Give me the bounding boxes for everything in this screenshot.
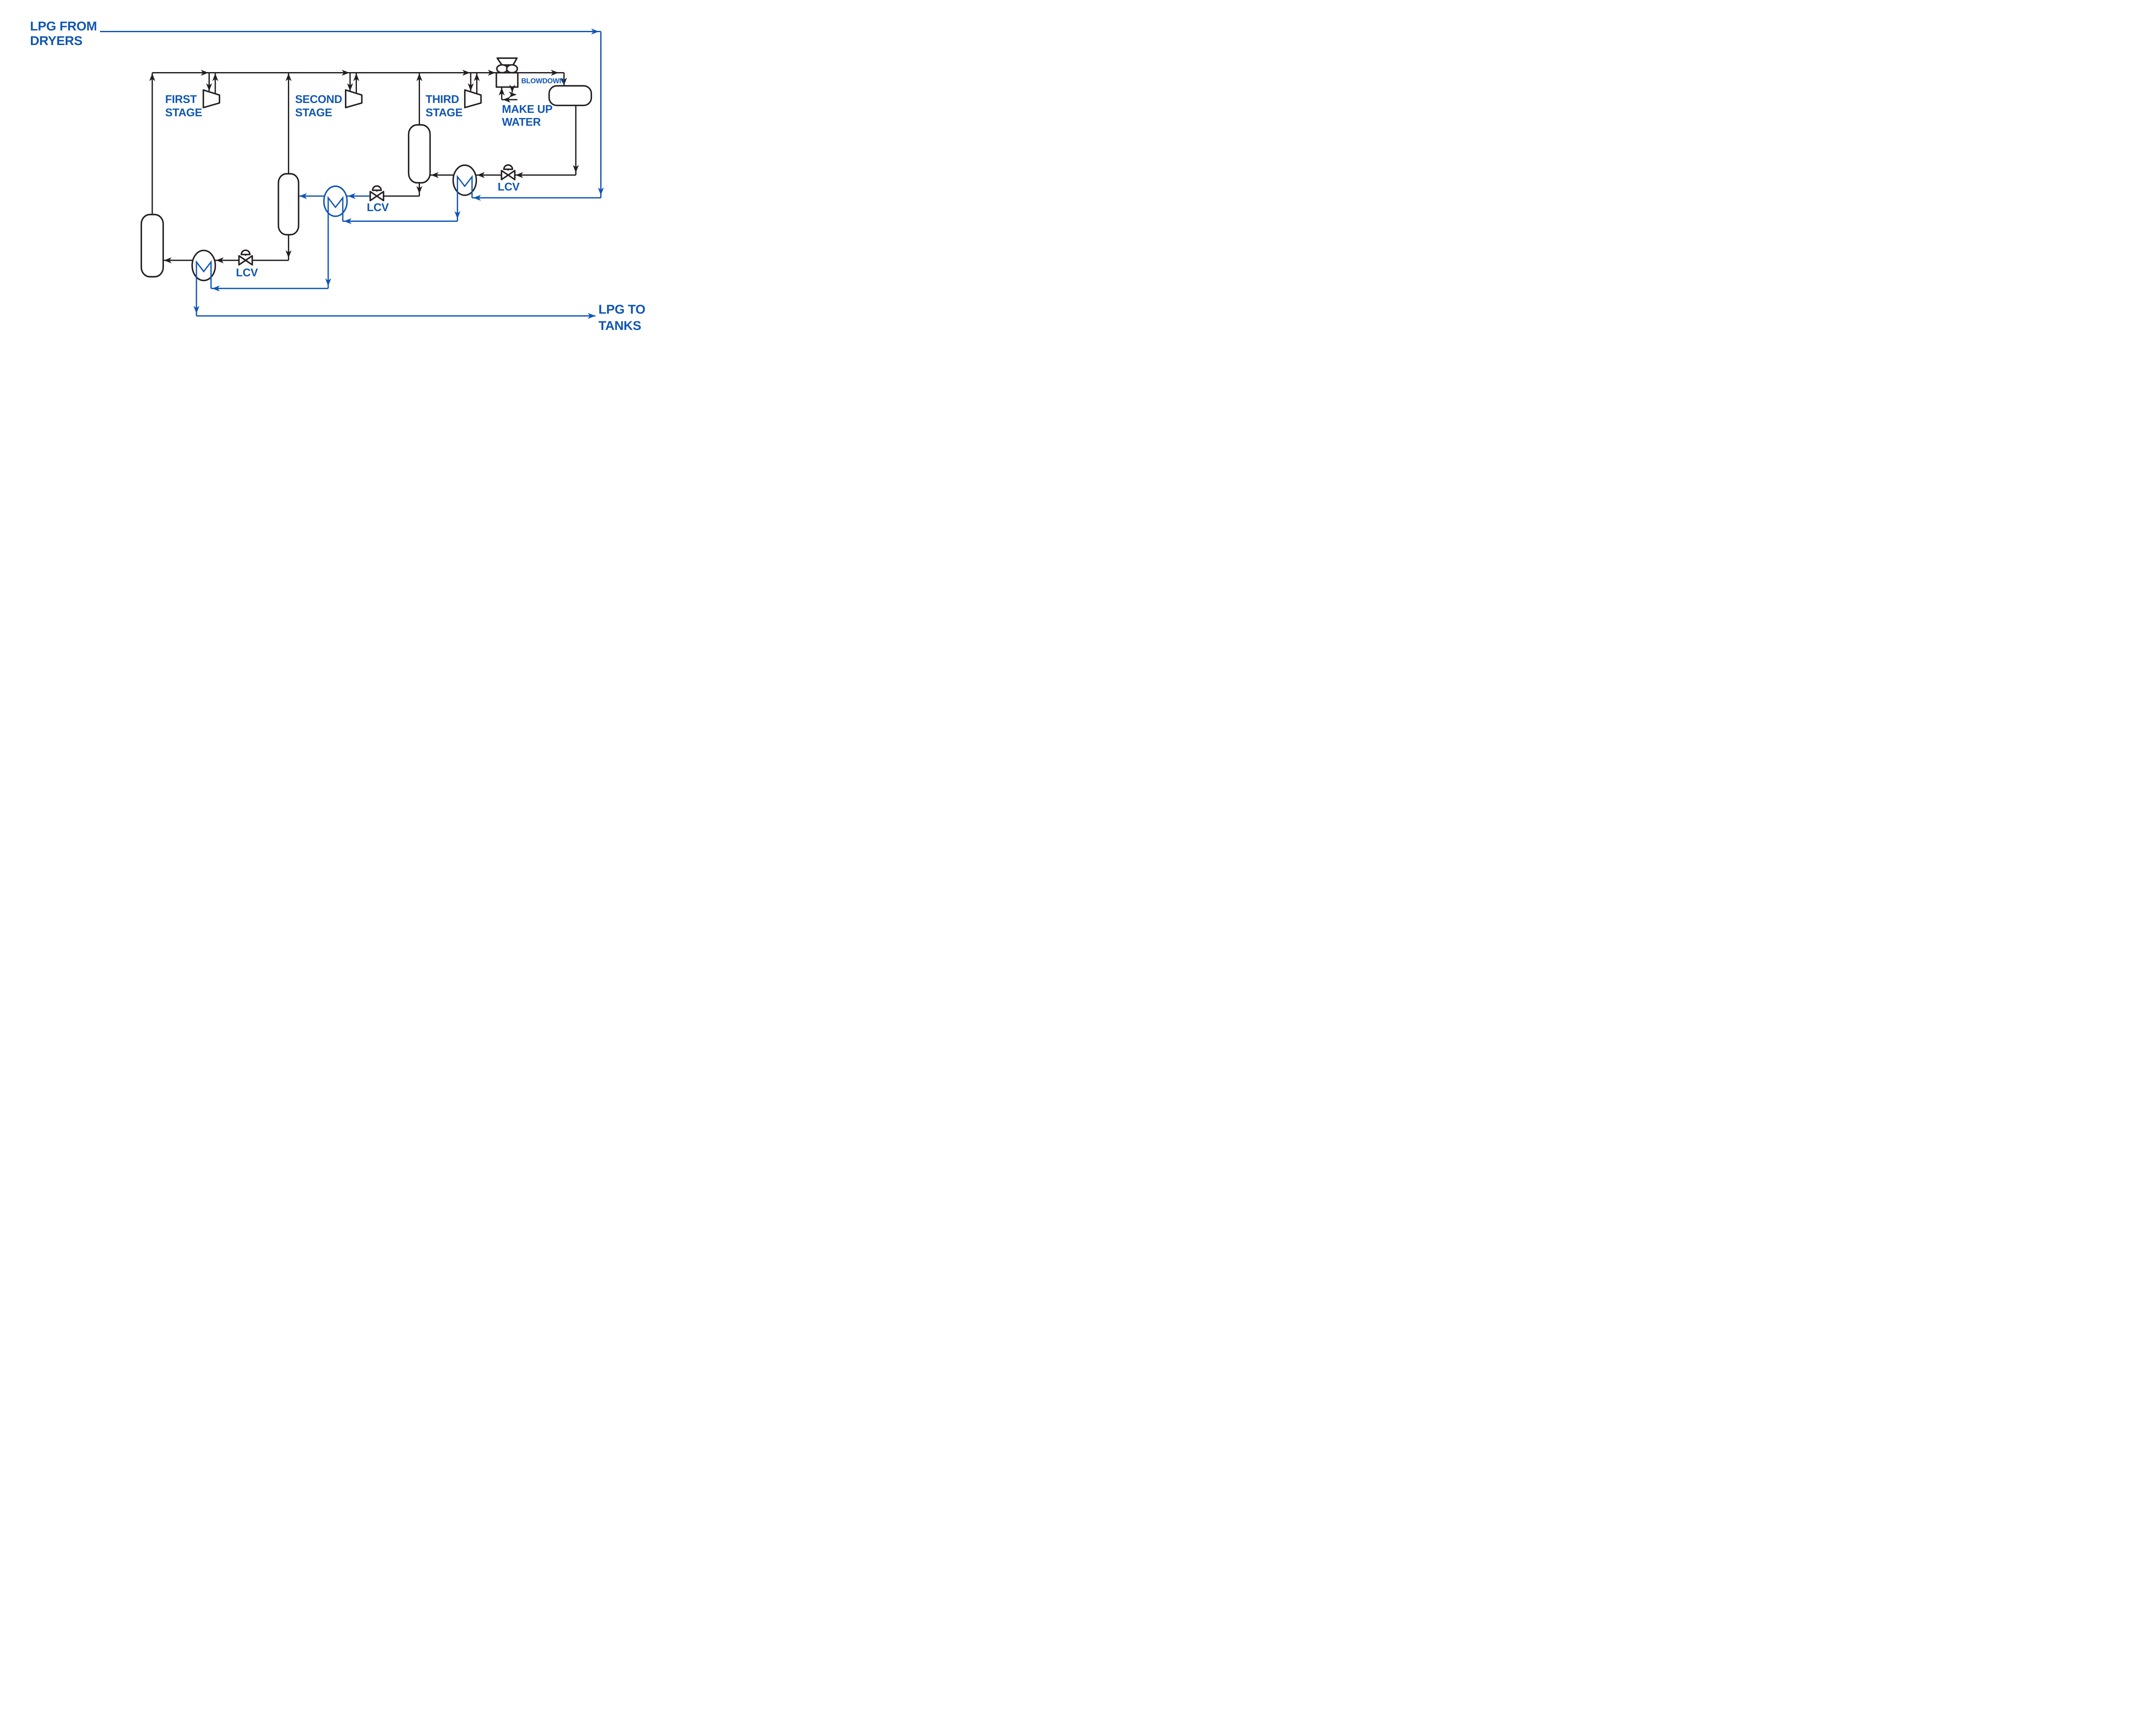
equipment-symbols (140, 57, 592, 316)
level-control-valve-1-icon (238, 249, 253, 266)
label-third-stage-line1: THIRD (426, 93, 459, 106)
knockout-drum (548, 85, 592, 106)
label-lpg-from-dryers-line2: DRYERS (30, 34, 82, 48)
level-control-valve-2-icon (369, 185, 384, 202)
first-stage-suction-vessel (140, 214, 164, 278)
label-lpg-to-tanks-line2: TANKS (598, 319, 641, 333)
valve-actuator-dome-icon (240, 249, 251, 255)
label-lpg-to-tanks-line1: LPG TO (598, 302, 645, 317)
air-cooler-box (495, 72, 519, 88)
heat-exchanger-1-icon (191, 250, 216, 281)
second-stage-compressor-icon (345, 89, 363, 109)
label-blowdown: BLOWDOWN (521, 77, 564, 85)
air-cooler-hood-icon (496, 57, 518, 66)
valve-actuator-dome-icon (503, 164, 514, 170)
label-second-stage-line1: SECOND (295, 93, 342, 106)
label-first-stage-line1: FIRST (165, 93, 197, 106)
process-flow-diagram: LPG FROM DRYERS FIRST STAGE SECOND STAGE… (0, 0, 673, 340)
diagram-labels: LPG FROM DRYERS FIRST STAGE SECOND STAGE… (30, 19, 646, 333)
valve-body-right (376, 191, 384, 202)
valve-body-left (501, 169, 509, 181)
first-stage-compressor-icon (202, 89, 221, 109)
valve-body-right (507, 169, 516, 181)
heat-exchanger-2-icon (323, 185, 348, 217)
lpg-product-lines (100, 31, 602, 317)
label-lcv-stage1: LCV (236, 266, 258, 279)
third-stage-compressor-icon (464, 89, 482, 109)
valve-body-right (245, 255, 253, 266)
hx3-coil-icon (456, 175, 473, 221)
label-lcv-stage2: LCV (367, 201, 389, 214)
air-cooler-fan-icon (506, 64, 518, 74)
diagram-canvas: LPG FROM DRYERS FIRST STAGE SECOND STAGE… (30, 19, 646, 333)
heat-exchanger-3-icon (452, 164, 477, 196)
valve-actuator-dome-icon (372, 185, 382, 191)
label-lcv-stage3: LCV (498, 180, 520, 193)
label-third-stage-line2: STAGE (426, 106, 462, 119)
label-first-stage-line2: STAGE (165, 106, 202, 119)
label-second-stage-line2: STAGE (295, 106, 332, 119)
hx2-coil-icon (327, 196, 344, 289)
second-stage-suction-vessel (278, 173, 299, 236)
air-cooler-fan-icon (496, 64, 508, 74)
label-makeup-water-line1: MAKE UP (502, 103, 553, 115)
valve-body-left (238, 255, 247, 266)
third-stage-suction-vessel (408, 124, 431, 184)
label-lpg-from-dryers-line1: LPG FROM (30, 19, 97, 33)
hx1-coil-icon (196, 260, 212, 316)
label-makeup-water-line2: WATER (502, 115, 541, 128)
valve-body-left (369, 191, 378, 202)
level-control-valve-3-icon (501, 164, 516, 181)
